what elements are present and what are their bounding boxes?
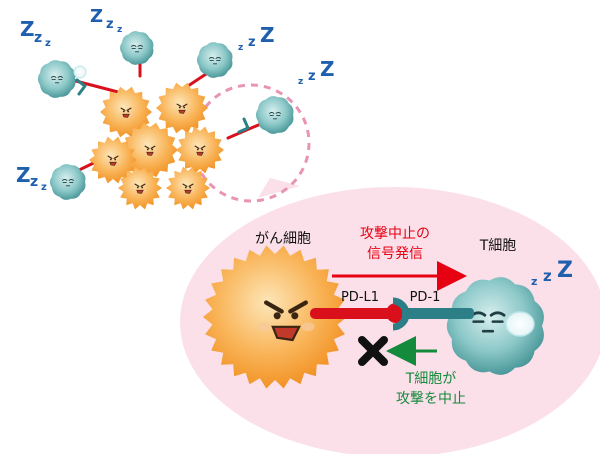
signal-label-line2: 信号発信 [367,246,423,262]
sleep-mark: Z [90,6,103,27]
signal-label-line1: 攻撃中止の [360,226,430,242]
t-cell [255,96,294,134]
t-cell-label: T細胞 [479,238,517,254]
sleep-mark: Z [16,163,31,187]
cancer-cell [100,86,152,138]
pd1-stalk [402,308,474,319]
sleep-mark: Z [260,23,275,47]
sleep-mark: z [106,17,114,32]
small-t-cells [37,31,294,200]
cancer-cell [156,82,208,134]
cross-icon [358,336,388,366]
cancer-cell [89,136,137,184]
sleep-mark: z [308,69,316,84]
sleep-mark: z [248,35,256,50]
sleep-mark: z [41,182,47,193]
highlight-circle [191,83,311,203]
stop-label-line1: T細胞が [405,371,457,387]
cancer-cell [176,126,224,174]
cancer-cell [118,166,162,210]
t-cell [49,164,86,200]
pd-connector [310,297,474,331]
sleep-mark: z [531,275,537,288]
t-cell [37,60,76,98]
sleep-mark: z [45,38,51,49]
sleep-mark: Z [320,57,335,81]
pd1-label: PD-1 [410,290,441,305]
cancer-cell-large [203,245,347,389]
cancer-cell-cluster [89,82,224,210]
t-cell [196,42,233,78]
sleep-mark: z [543,267,552,285]
t-cell-large [446,277,544,375]
cancer-cell-label: がん細胞 [255,231,311,247]
sleep-mark: z [30,174,38,190]
sleep-mark: z [117,25,122,35]
sleep-mark: Z [557,258,573,283]
pdl1-stalk [310,308,396,319]
cancer-cell [122,122,178,178]
pdl1-label: PD-L1 [341,290,379,305]
cancer-cell [166,166,210,210]
sleep-mark: Z [20,17,35,41]
t-cell [120,31,154,65]
sleep-mark: z [238,43,243,53]
sleep-mark: z [34,30,42,46]
stop-label-line2: 攻撃を中止 [396,391,466,407]
sleep-mark: z [298,77,303,87]
